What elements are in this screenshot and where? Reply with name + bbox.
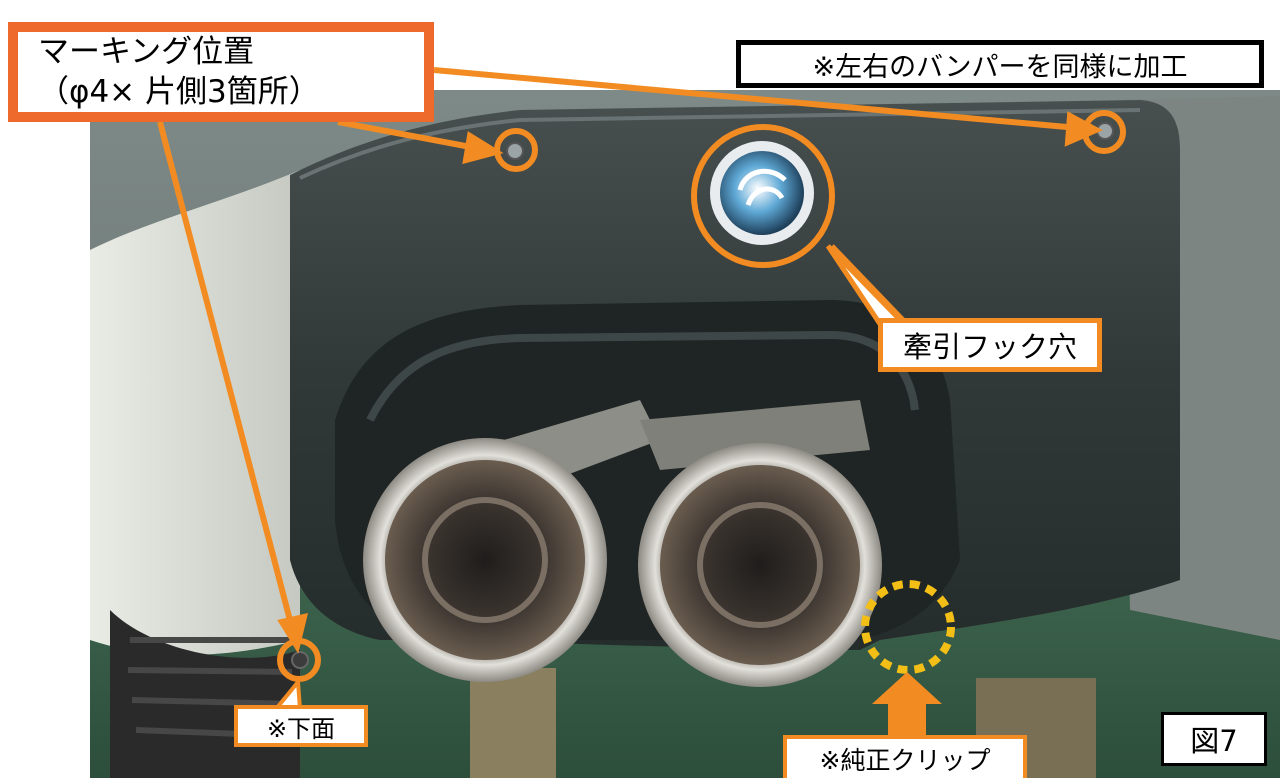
marking-title: マーキング位置 [38, 34, 255, 70]
bumper-note: ※左右のバンパーを同様に加工 [736, 40, 1264, 88]
left-fender [90, 170, 300, 655]
oem-clip-label: ※純正クリップ [783, 735, 1027, 778]
mounting-screw-icon [291, 651, 309, 669]
tow-hook-label: 牽引フック穴 [878, 318, 1102, 372]
tow-hook-cap-icon [710, 141, 814, 245]
exhaust-tip-icon [363, 438, 607, 682]
tow-hook-circle [691, 124, 835, 268]
underside-label: ※下面 [234, 705, 368, 747]
exhaust-pipe-right [640, 400, 870, 470]
marking-pointers [157, 67, 1103, 654]
clip-circle [861, 580, 955, 674]
tow-hook-callout-line [830, 244, 907, 324]
marking-position-callout: マーキング位置 （φ4× 片側3箇所） [8, 22, 434, 122]
wheel-chock-left [470, 668, 556, 778]
marking-spec: （φ4× 片側3箇所） [38, 74, 320, 110]
exhaust-tip-icon [638, 443, 882, 687]
mounting-screw-icon [506, 142, 524, 160]
figure-number: 図7 [1161, 712, 1267, 766]
